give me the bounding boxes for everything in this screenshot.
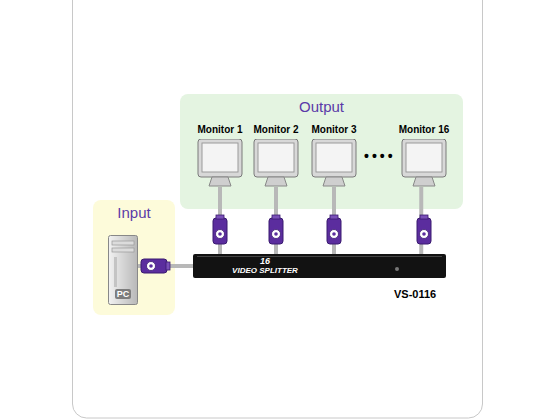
panel-title: Output (299, 98, 344, 115)
vga-plug (327, 215, 341, 244)
video-cable (419, 187, 423, 254)
video-cable (332, 187, 336, 254)
splitter-label: 16 (225, 257, 305, 266)
ellipsis-dots: •••• (364, 148, 396, 164)
pc-tower: PC (108, 235, 138, 305)
monitor: Monitor 1 (194, 124, 246, 187)
pc-label: PC (115, 289, 132, 299)
monitor: Monitor 2 (250, 124, 302, 187)
video-cable (218, 187, 222, 254)
splitter-detail (193, 254, 446, 278)
vga-plug (213, 215, 227, 244)
monitor-icon (310, 139, 358, 187)
monitor: Monitor 3 (308, 124, 360, 187)
monitor-label: Monitor 16 (397, 124, 452, 136)
video-splitter: 16VIDEO SPLITTER (193, 254, 446, 278)
monitor-icon (400, 139, 448, 187)
monitor-label: Monitor 1 (194, 124, 246, 136)
monitor-icon (252, 139, 300, 187)
vga-plug (141, 259, 170, 273)
model-number: VS-0116 (394, 288, 436, 300)
monitor-icon (196, 139, 244, 187)
output-panel: Monitor 1 Monitor 2 Monitor 3 Monitor 16 Out… (180, 94, 463, 209)
video-cable (274, 187, 278, 254)
vga-plug (417, 215, 431, 244)
monitor-label: Monitor 3 (308, 124, 360, 136)
monitor: Monitor 16 (397, 124, 452, 187)
input-panel: PC Input (93, 200, 175, 315)
vga-plug (269, 215, 283, 244)
panel-title: Input (117, 204, 150, 221)
video-cable (138, 264, 193, 268)
monitor-label: Monitor 2 (250, 124, 302, 136)
splitter-label: VIDEO SPLITTER (225, 266, 305, 275)
